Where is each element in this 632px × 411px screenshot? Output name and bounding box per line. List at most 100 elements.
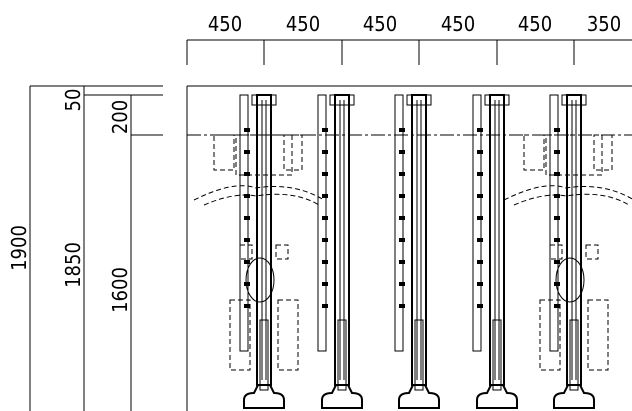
dim-top-1: 450 — [208, 12, 242, 36]
ladder-rung — [322, 260, 328, 264]
ladder-rung — [477, 128, 483, 132]
main-post — [566, 94, 582, 386]
ladder-rung — [244, 194, 250, 198]
handlebar-right — [283, 134, 303, 171]
base-foot — [321, 384, 363, 409]
ladder-rail — [317, 94, 327, 352]
ladder-rung — [554, 282, 560, 286]
ladder-rung — [477, 238, 483, 242]
base-foot — [243, 384, 285, 409]
ladder-rung — [554, 150, 560, 154]
ladder-rail — [472, 94, 482, 352]
ladder-rail — [549, 94, 559, 352]
handlebar-left — [523, 134, 545, 171]
main-post — [489, 94, 505, 386]
base-foot — [398, 384, 440, 409]
pannier-left — [229, 299, 251, 371]
main-post — [411, 94, 427, 386]
ladder-rung — [399, 304, 405, 308]
ladder-rung — [322, 238, 328, 242]
ladder-rung — [399, 172, 405, 176]
ladder-rung — [244, 172, 250, 176]
rack-unit-5 — [503, 94, 632, 409]
dim-inner: 1600 — [108, 267, 132, 313]
ladder-rung — [477, 172, 483, 176]
ladder-rung — [322, 194, 328, 198]
handlebar-left — [213, 134, 235, 171]
post-cap — [251, 94, 277, 106]
post-cap — [406, 94, 432, 106]
ladder-rung — [322, 282, 328, 286]
main-post — [334, 94, 350, 386]
ladder-rung — [244, 150, 250, 154]
pannier-left — [539, 299, 561, 371]
dim-outer: 1850 — [61, 242, 85, 288]
base-foot — [553, 384, 595, 409]
rack-unit-2 — [317, 94, 363, 409]
pedal-right — [275, 244, 289, 260]
pannier-right — [587, 299, 609, 371]
ladder-rail — [239, 94, 249, 352]
rack-unit-4 — [472, 94, 518, 409]
post-cap — [484, 94, 510, 106]
handlebar-bar — [193, 185, 325, 201]
dim-overall: 1900 — [7, 225, 31, 271]
ladder-rung — [554, 260, 560, 264]
handlebar-bar — [503, 185, 632, 201]
rack-unit-1 — [193, 94, 325, 409]
dim-top-5: 450 — [518, 12, 552, 36]
ladder-rung — [477, 260, 483, 264]
dim-top-6: 350 — [587, 12, 621, 36]
ladder-rung — [554, 216, 560, 220]
ladder-rung — [399, 194, 405, 198]
left-dimension-chain: 1900 50 1850 200 1600 — [7, 85, 163, 411]
post-cap — [329, 94, 355, 106]
pannier-right — [277, 299, 299, 371]
pedal-left — [549, 244, 563, 260]
bike-frame-top — [235, 134, 293, 176]
dim-top-3: 450 — [363, 12, 397, 36]
handlebar-right — [593, 134, 613, 171]
ladder-rung — [322, 172, 328, 176]
seat — [555, 257, 585, 303]
rack-unit-3 — [394, 94, 440, 409]
pedal-left — [239, 244, 253, 260]
ladder-rung — [554, 238, 560, 242]
ladder-rung — [244, 216, 250, 220]
top-dimension-chain: 450 450 450 450 450 350 — [186, 12, 632, 65]
ladder-rung — [399, 216, 405, 220]
ladder-rung — [244, 260, 250, 264]
wheel-track — [259, 319, 269, 391]
dim-top-outer: 50 — [61, 89, 85, 112]
ladder-rung — [554, 172, 560, 176]
ladder-rung — [244, 282, 250, 286]
ladder-rung — [554, 128, 560, 132]
ladder-rung — [322, 128, 328, 132]
wheel-track — [492, 319, 502, 391]
dim-top-2: 450 — [286, 12, 320, 36]
ladder-rung — [477, 282, 483, 286]
ladder-rung — [244, 128, 250, 132]
ladder-rung — [477, 304, 483, 308]
ladder-rung — [399, 260, 405, 264]
ladder-rung — [554, 304, 560, 308]
ladder-rung — [244, 304, 250, 308]
seat — [245, 257, 275, 303]
ladder-rung — [322, 304, 328, 308]
ladder-rung — [399, 282, 405, 286]
main-post — [256, 94, 272, 386]
ladder-rung — [477, 194, 483, 198]
ladder-rung — [554, 194, 560, 198]
ladder-rung — [399, 150, 405, 154]
bike-frame-top — [545, 134, 603, 176]
wheel-track — [414, 319, 424, 391]
dim-top-4: 450 — [441, 12, 475, 36]
ladder-rung — [322, 150, 328, 154]
dim-top-inner: 200 — [108, 100, 132, 134]
wheel-track — [337, 319, 347, 391]
wheel-track — [569, 319, 579, 391]
ladder-rung — [477, 216, 483, 220]
base-foot — [476, 384, 518, 409]
ladder-rung — [322, 216, 328, 220]
